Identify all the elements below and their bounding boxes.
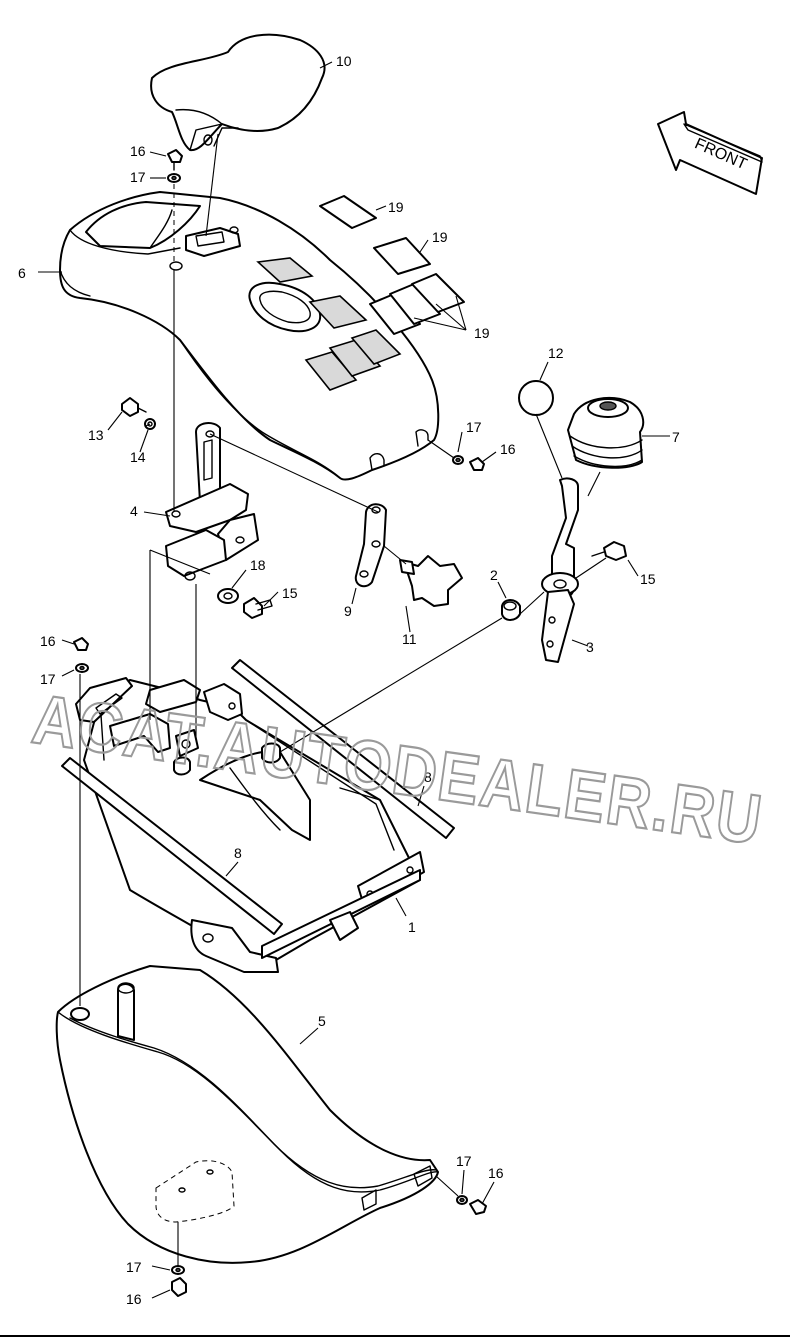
part-10-armrest-cushion bbox=[150, 33, 326, 152]
callout-17-top: 17 bbox=[130, 169, 146, 185]
callout-12: 12 bbox=[548, 345, 564, 361]
callout-19-mid: 19 bbox=[432, 229, 448, 245]
part-17-washer-top bbox=[167, 173, 181, 183]
callout-8-right: 8 bbox=[424, 769, 432, 785]
callout-labels: 10 16 17 19 19 6 19 12 7 13 14 17 16 4 1… bbox=[18, 53, 680, 1307]
callout-5: 5 bbox=[318, 1013, 326, 1029]
callout-16-lower-right: 16 bbox=[488, 1165, 504, 1181]
callout-7: 7 bbox=[672, 429, 680, 445]
callout-14: 14 bbox=[130, 449, 146, 465]
front-direction-arrow: FRONT bbox=[657, 111, 763, 195]
callout-18: 18 bbox=[250, 557, 266, 573]
part-18-washer bbox=[217, 588, 239, 604]
assembly-lines bbox=[79, 133, 607, 1266]
part-8-strip-right bbox=[231, 659, 455, 839]
callout-13: 13 bbox=[88, 427, 104, 443]
callout-16-bottom: 16 bbox=[126, 1291, 142, 1307]
part-7-lever-boot bbox=[567, 397, 645, 469]
part-16-bolt-left bbox=[73, 637, 89, 651]
callout-19-top: 19 bbox=[388, 199, 404, 215]
part-11-star-knob bbox=[399, 555, 463, 607]
part-1-frame bbox=[75, 677, 425, 973]
part-16-bolt-right bbox=[469, 457, 485, 471]
callout-3: 3 bbox=[586, 639, 594, 655]
callout-9: 9 bbox=[344, 603, 352, 619]
callout-17-bottom: 17 bbox=[126, 1259, 142, 1275]
part-3-control-lever bbox=[541, 477, 579, 663]
callout-17-right: 17 bbox=[466, 419, 482, 435]
callout-15-right: 15 bbox=[640, 571, 656, 587]
part-2-bushing bbox=[501, 599, 521, 621]
part-12-knob bbox=[518, 380, 554, 416]
part-17-washer-left bbox=[75, 663, 89, 673]
callout-6: 6 bbox=[18, 265, 26, 281]
part-17-washer-bottom bbox=[171, 1265, 185, 1275]
callout-16-right: 16 bbox=[500, 441, 516, 457]
part-15-bolt-right bbox=[591, 541, 627, 561]
part-15-bolt-left bbox=[243, 597, 273, 619]
part-19-label-set bbox=[319, 195, 465, 335]
callout-17-left: 17 bbox=[40, 671, 56, 687]
callout-11: 11 bbox=[402, 631, 417, 647]
part-16-bolt-top bbox=[167, 149, 183, 171]
part-17-washer-right bbox=[452, 455, 464, 465]
part-5-lower-cover bbox=[55, 965, 439, 1264]
part-17-washer-lower-right bbox=[456, 1195, 468, 1205]
callout-8-left: 8 bbox=[234, 845, 242, 861]
callout-16-left: 16 bbox=[40, 633, 56, 649]
part-6-console-cover bbox=[59, 191, 440, 481]
part-4-bracket bbox=[165, 422, 259, 581]
callout-16-top: 16 bbox=[130, 143, 146, 159]
part-8-strip-left bbox=[61, 757, 283, 935]
callout-2: 2 bbox=[490, 567, 498, 583]
callout-10: 10 bbox=[336, 53, 352, 69]
callout-15-left: 15 bbox=[282, 585, 298, 601]
callout-17-lower-right: 17 bbox=[456, 1153, 472, 1169]
callout-1: 1 bbox=[408, 919, 416, 935]
part-16-bolt-bottom bbox=[171, 1277, 187, 1297]
callout-4: 4 bbox=[130, 503, 138, 519]
part-13-bolt bbox=[121, 397, 147, 417]
callout-leaders bbox=[38, 61, 670, 1299]
callout-19-group: 19 bbox=[474, 325, 490, 341]
part-9-link bbox=[354, 503, 387, 588]
